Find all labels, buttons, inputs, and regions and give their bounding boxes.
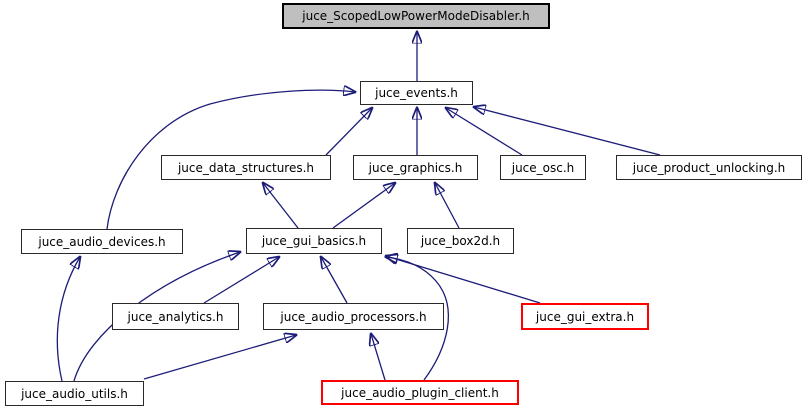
- edge-gui-basics-to-graphics: [332, 183, 395, 229]
- node-juce-audio-processors-h[interactable]: juce_audio_processors.h: [263, 303, 444, 330]
- node-juce-product-unlocking-h[interactable]: juce_product_unlocking.h: [616, 155, 802, 180]
- node-juce-audio-plugin-client-h[interactable]: juce_audio_plugin_client.h: [321, 380, 519, 405]
- edge-product-unlocking-to-events: [474, 107, 661, 156]
- node-juce-osc-h[interactable]: juce_osc.h: [500, 155, 586, 180]
- edge-box2d-to-graphics: [435, 183, 460, 229]
- edge-audio-utils-to-audio-processors: [143, 335, 296, 380]
- edge-audio-plugin-client-to-gui-basics: [386, 257, 450, 381]
- node-juce-gui-extra-h[interactable]: juce_gui_extra.h: [521, 303, 649, 330]
- edge-audio-devices-to-events: [106, 90, 355, 230]
- edge-audio-utils-to-audio-devices: [56, 257, 80, 382]
- node-juce-box2d-h[interactable]: juce_box2d.h: [407, 228, 514, 254]
- node-juce-scopedlowpowermodedisabler-h: juce_ScopedLowPowerModeDisabler.h: [282, 3, 550, 29]
- edge-data-structures-to-events: [325, 108, 372, 156]
- node-juce-audio-utils-h[interactable]: juce_audio_utils.h: [5, 381, 144, 406]
- edge-osc-to-events: [446, 108, 523, 156]
- node-juce-graphics-h[interactable]: juce_graphics.h: [353, 155, 478, 180]
- node-juce-gui-basics-h[interactable]: juce_gui_basics.h: [246, 228, 382, 254]
- edge-audio-plugin-client-to-audio-processors: [371, 334, 386, 381]
- node-juce-data-structures-h[interactable]: juce_data_structures.h: [161, 155, 331, 180]
- node-juce-events-h[interactable]: juce_events.h: [360, 81, 473, 105]
- edge-analytics-to-gui-basics: [203, 257, 279, 304]
- node-juce-audio-devices-h[interactable]: juce_audio_devices.h: [21, 229, 183, 254]
- node-juce-analytics-h[interactable]: juce_analytics.h: [112, 303, 239, 330]
- edge-gui-basics-to-data-structures: [263, 183, 299, 229]
- edge-audio-processors-to-gui-basics: [321, 257, 348, 304]
